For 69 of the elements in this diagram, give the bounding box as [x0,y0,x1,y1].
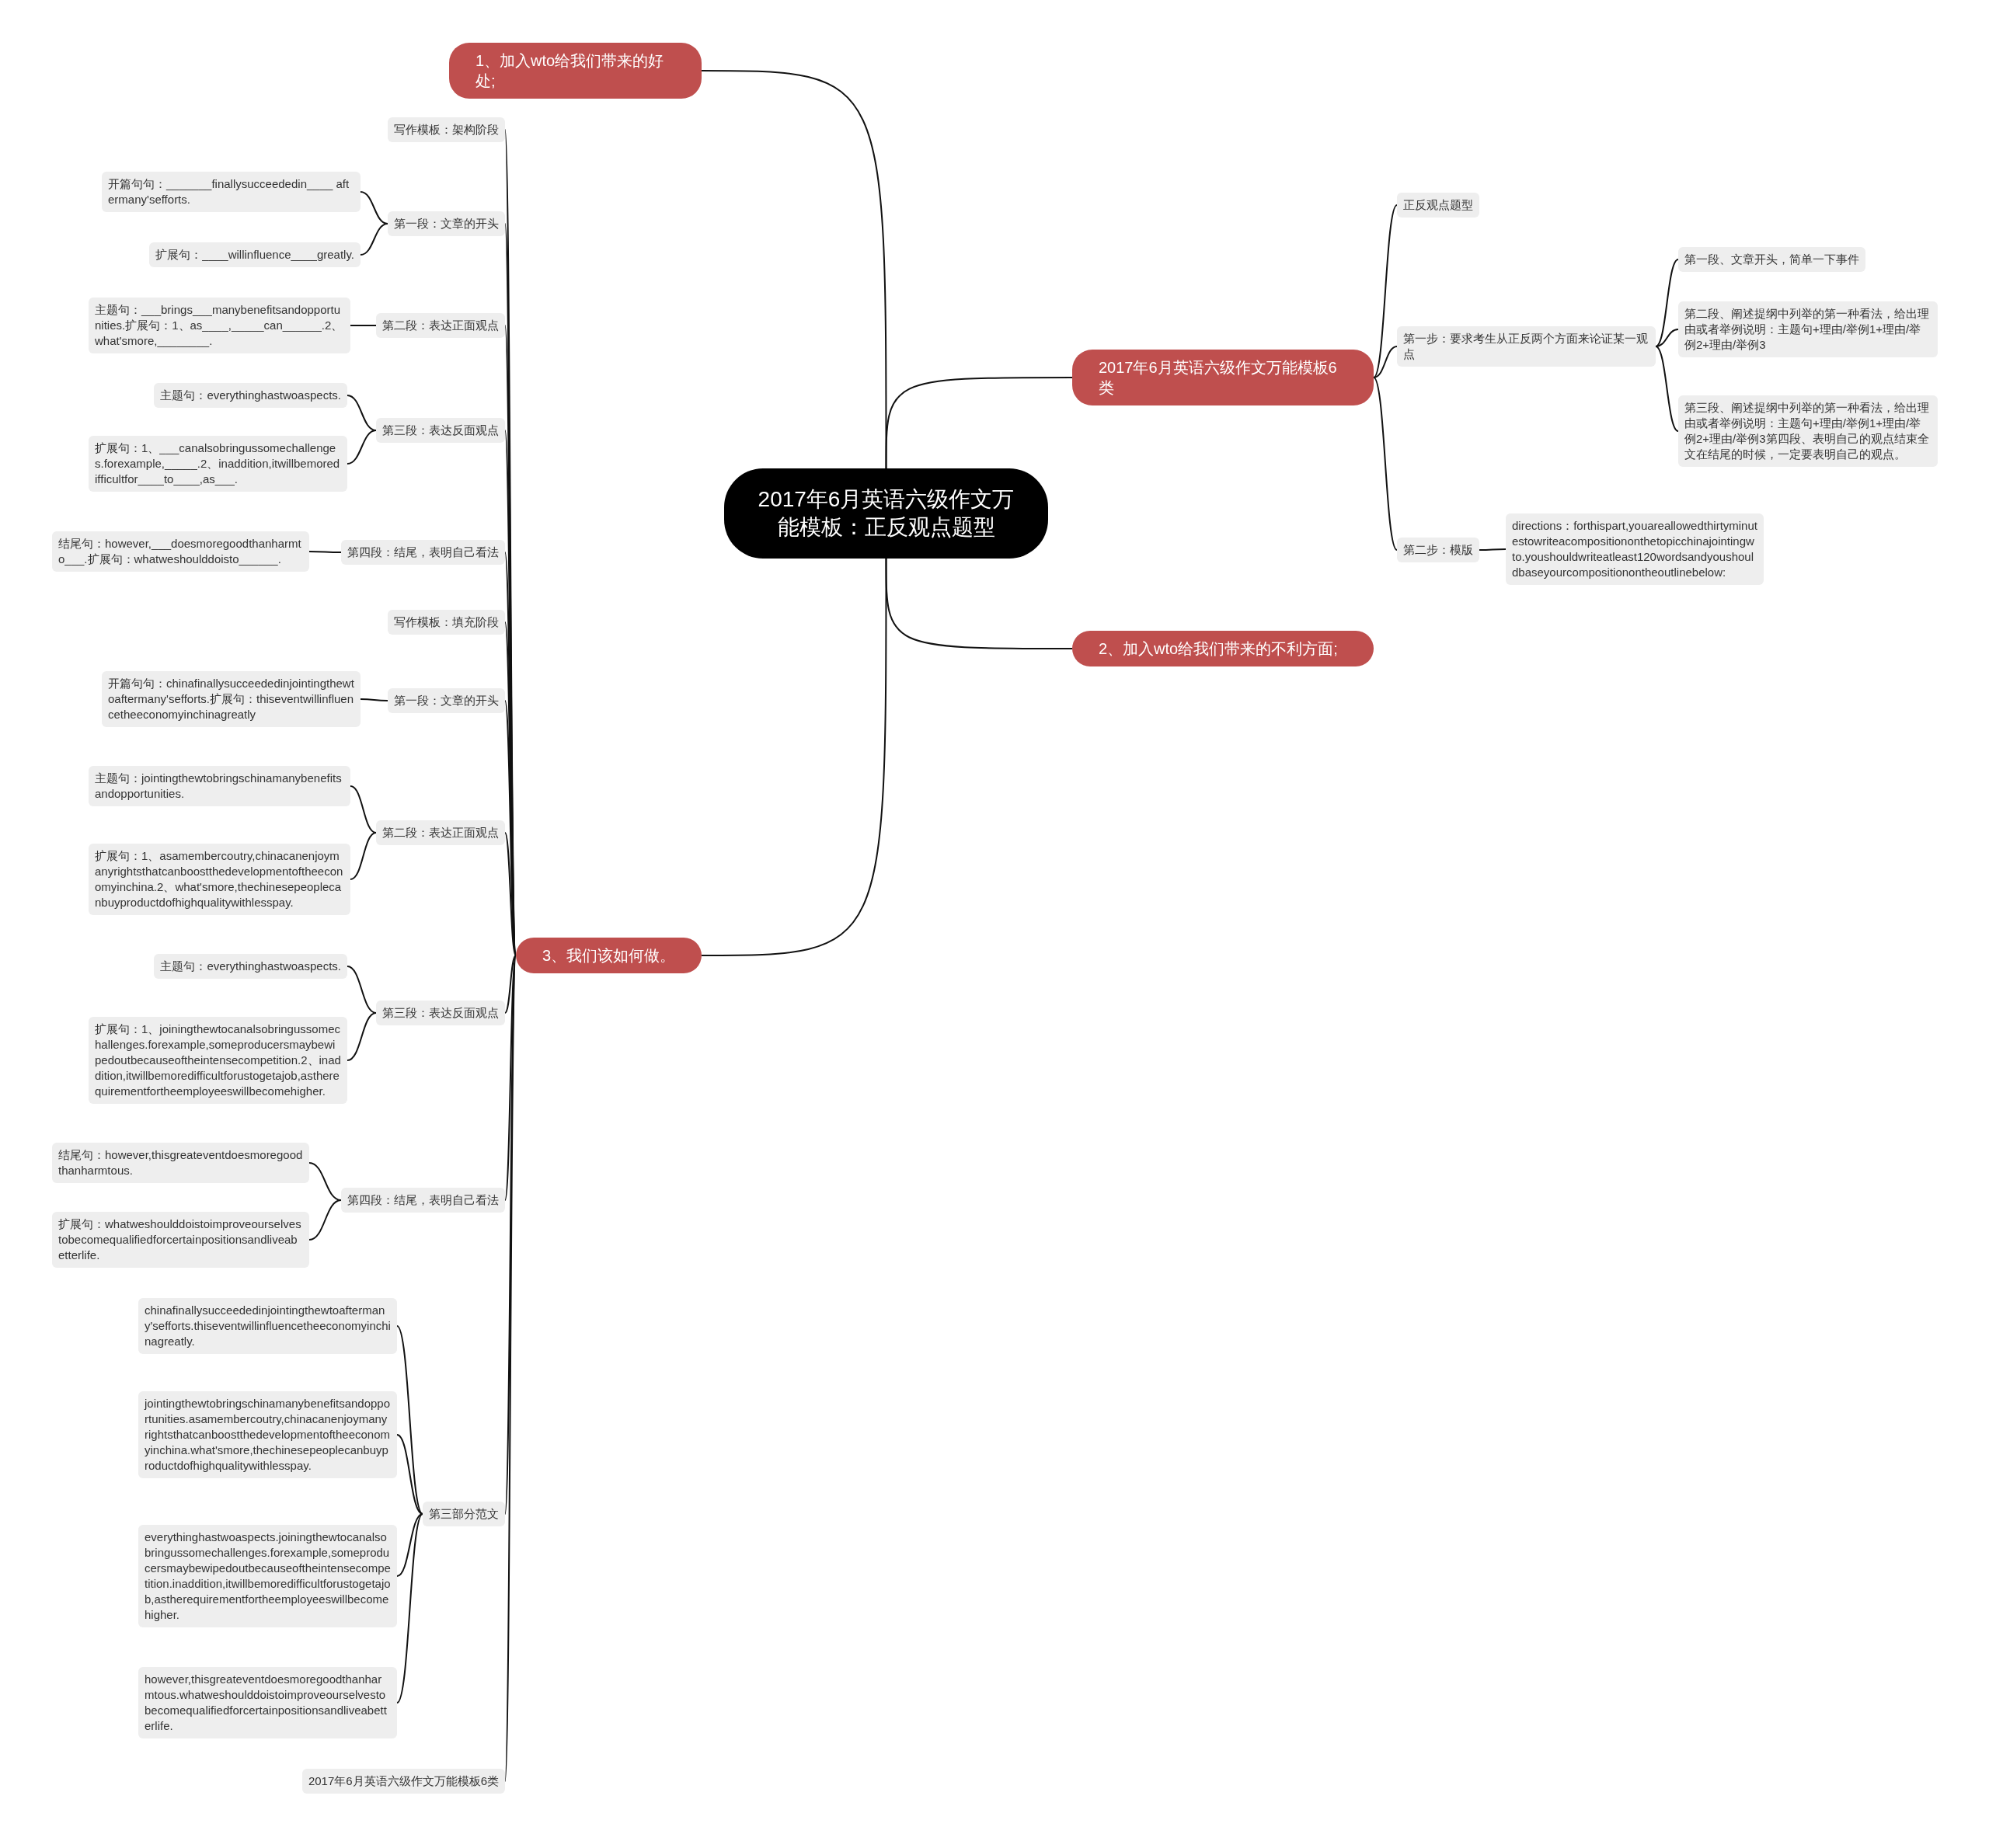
connector [504,955,517,1014]
topic-box: 主题句：everythinghastwoaspects. [154,383,347,408]
branch-topic: 2017年6月英语六级作文万能模板6类 [1072,350,1374,405]
topic-box: 扩展句：1、asamembercoutry,chinacanenjoymanyrightsthatcanboostthedevelopmentoftheeconomyinchina.2、what'smore,thechinesepeoplecanbuyproductdofhighqualitywithlesspay. [89,844,350,915]
topic-box: 第四段：结尾，表明自己看法 [341,540,505,565]
connector [1373,204,1398,378]
connector [1655,259,1679,347]
topic-box: 第三段、阐述提纲中列举的第一种看法，给出理由或者举例说明：主题句+理由/举例1+理由/举例2+理由/举例3第四段、表明自己的观点结束全文在结尾的时候，一定要表明自己的观点。 [1678,395,1938,467]
connector [396,1434,423,1515]
topic-box: jointingthewtobringschinamanybenefitsandopportunities.asamembercoutry,chinacanenjoymanyrightsthatcanboostthedevelopmentoftheeconomyinchina.what'smore,thechinesepeoplecanbuyproductdofhighqualitywithlesspay. [138,1391,397,1478]
topic-box: 主题句：jointingthewtobringschinamanybenefitsandopportunities. [89,766,350,806]
topic-box: 主题句：everythinghastwoaspects. [154,954,347,979]
topic-box: 正反观点题型 [1397,193,1479,218]
topic-box: 第一段：文章的开头 [388,688,505,713]
connector [347,430,377,465]
topic-box: however,thisgreateventdoesmoregoodthanharmtous.whatweshoulddoistoimproveourselvestobecomequalifiedforcertainpositionsandliveabetterlife. [138,1667,397,1738]
topic-box: 结尾句：however,thisgreateventdoesmoregoodthanharmtous. [52,1143,309,1183]
topic-box: everythinghastwoaspects.joiningthewtocanalsobringussomechallenges.forexample,someproducersmaybewipedoutbecauseoftheintensecompetition.inaddition,itwillbemoredifficultforustogetajob,astherequirementfortheemployeeswillbecomehigher. [138,1525,397,1627]
connector [347,1012,377,1061]
topic-box: 主题句：___brings___manybenefitsandopportunities.扩展句：1、as____,_____can______.2、what'smore,________. [89,298,350,353]
branch-topic: 1、加入wto给我们带来的好处; [449,43,702,99]
connector [396,1513,423,1577]
connector [396,1513,423,1704]
connector [308,551,342,553]
topic-box: directions：forthispart,youareallowedthirtyminutestowriteacompositiononthetopicchinajointingwto.youshouldwriteatleast120wordsandyoushouldbaseyourcompositionontheoutlinebelow: [1506,513,1764,585]
connector [350,325,377,326]
connector [885,377,1073,469]
connector [1655,329,1679,347]
connector [360,698,388,701]
connector [396,1325,423,1515]
connector [701,70,887,469]
connector [350,785,377,834]
connector [308,1199,342,1241]
topic-box: 第三段：表达反面观点 [376,418,505,443]
connector [1479,548,1507,551]
connector [1655,346,1679,432]
topic-box: 写作模板：填充阶段 [388,610,505,635]
topic-box: 结尾句：however,___doesmoregoodthanharmto___.扩展句：whatweshoulddoisto______. [52,531,309,572]
connector [504,955,517,1201]
connector [347,966,377,1014]
branch-topic: 2、加入wto给我们带来的不利方面; [1072,631,1374,666]
topic-box: 第二段、阐述提纲中列举的第一种看法，给出理由或者举例说明：主题句+理由/举例1+理由/举例2+理由/举例3 [1678,301,1938,357]
topic-box: 扩展句：____willinfluence____greatly. [149,242,361,267]
topic-box: 写作模板：架构阶段 [388,117,505,142]
central-topic: 2017年6月英语六级作文万能模板：正反观点题型 [724,468,1048,559]
topic-box: 第一段、文章开头，简单一下事件 [1678,247,1865,272]
branch-topic: 3、我们该如何做。 [515,938,702,973]
topic-box: 第四段：结尾，表明自己看法 [341,1188,505,1213]
topic-box: 2017年6月英语六级作文万能模板6类 [301,1769,505,1794]
topic-box: 开篇句句：_______finallysucceededin____ aftermany'sefforts. [102,172,361,212]
connector [1373,377,1398,551]
topic-box: 第三部分范文 [423,1502,505,1526]
connector [701,558,887,956]
connector [350,832,377,880]
topic-box: chinafinallysucceededinjointingthewtoaftermany'sefforts.thiseventwillinfluencetheeconomyinchinagreatly. [138,1298,397,1354]
topic-box: 扩展句：1、___canalsobringussomechallenges.forexample,_____.2、inaddition,itwillbemoredifficultfor____to____,as___. [89,436,347,492]
topic-box: 第三段：表达反面观点 [376,1001,505,1025]
connector [360,223,388,256]
topic-box: 第一步：要求考生从正反两个方面来论证某一观点 [1397,326,1656,367]
connector [504,832,517,956]
topic-box: 开篇句句：chinafinallysucceededinjointingthewtoaftermany'sefforts.扩展句：thiseventwillinfluencetheeconomyinchinagreatly [102,671,361,727]
topic-box: 第二段：表达正面观点 [376,313,505,338]
topic-box: 第二步：模版 [1397,538,1479,562]
topic-box: 第二段：表达正面观点 [376,820,505,845]
topic-box: 扩展句：1、joiningthewtocanalsobringussomechallenges.forexample,someproducersmaybewipedoutbecauseoftheintensecompetition.2、inaddition,itwillbemoredifficultforustogetajob,astherequirementfortheemployeeswillbecomehigher. [89,1017,347,1104]
topic-box: 扩展句：whatweshoulddoistoimproveourselvestobecomequalifiedforcertainpositionsandliveabetterlife. [52,1212,309,1268]
connector [885,558,1073,649]
topic-box: 第一段：文章的开头 [388,211,505,236]
connector [1373,346,1398,378]
